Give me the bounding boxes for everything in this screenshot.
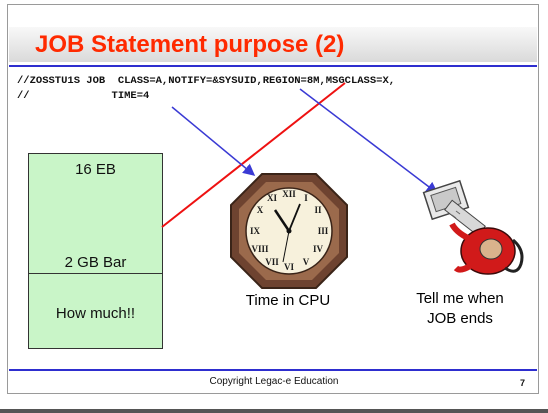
- region-connector-line: [161, 82, 346, 228]
- clock-caption: Time in CPU: [245, 292, 331, 309]
- memory-bar-divider: [29, 273, 162, 274]
- person-at-computer-icon: [422, 179, 524, 275]
- title-rule: [9, 65, 537, 67]
- page-number: 7: [520, 378, 526, 388]
- title-band: [9, 27, 537, 62]
- memory-bottom-label: How much!!: [55, 305, 136, 322]
- time-arrow: [171, 106, 256, 176]
- svg-text:III: III: [318, 226, 329, 236]
- svg-text:V: V: [303, 257, 310, 267]
- svg-text:VII: VII: [265, 257, 279, 267]
- svg-text:VIII: VIII: [251, 244, 269, 254]
- jcl-line-1: //ZOSSTU1S JOB CLASS=A,NOTIFY=&SYSUID,RE…: [17, 75, 396, 87]
- jcl-line-2: // TIME=4: [17, 90, 150, 102]
- svg-text:XII: XII: [282, 189, 296, 199]
- notify-arrow: [299, 88, 439, 194]
- slide-title: JOB Statement purpose (2): [35, 31, 345, 58]
- memory-diagram: 16 EB 2 GB Bar How much!!: [28, 153, 163, 349]
- svg-text:I: I: [304, 193, 308, 203]
- svg-text:X: X: [257, 205, 264, 215]
- svg-text:VI: VI: [284, 262, 294, 272]
- wall-clock-icon: XII I II III IV V VI VII VIII IX X XI: [230, 173, 348, 289]
- footer-rule: [9, 369, 537, 371]
- svg-text:XI: XI: [267, 193, 277, 203]
- notify-caption-line-1: Tell me when: [416, 290, 504, 307]
- svg-text:II: II: [314, 205, 322, 215]
- memory-top-label: 16 EB: [75, 161, 116, 178]
- svg-text:IX: IX: [250, 226, 261, 236]
- window-bottom-edge: [0, 409, 548, 413]
- notify-caption-line-2: JOB ends: [427, 310, 493, 327]
- footer-copyright: Copyright Legac-e Education: [209, 376, 339, 387]
- memory-bar-label: 2 GB Bar: [64, 254, 127, 271]
- svg-text:IV: IV: [313, 244, 324, 254]
